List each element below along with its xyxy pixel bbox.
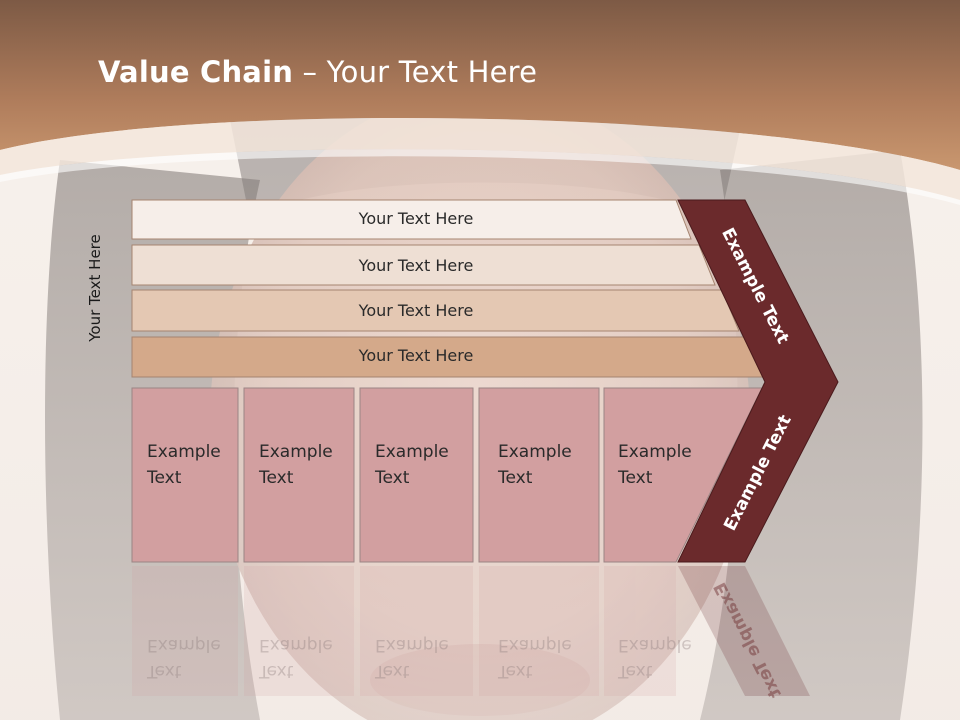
slide-title-bold: Value Chain <box>98 55 294 89</box>
activity-3-line2: Text <box>375 468 410 488</box>
activity-3-reflection: Text Example <box>375 632 449 684</box>
support-row-4-label: Your Text Here <box>358 346 474 365</box>
chevron-reflection <box>678 566 810 696</box>
activity-4-line2: Text <box>498 468 533 488</box>
activity-3-line1: Example <box>375 442 449 462</box>
activity-4-line1: Example <box>498 442 572 462</box>
activity-2-reflection-line2: Text <box>259 661 294 681</box>
activity-box-3 <box>359 387 474 563</box>
activity-5-line2: Text <box>618 468 653 488</box>
activity-2-line2: Text <box>259 468 294 488</box>
activity-box-5 <box>603 387 763 563</box>
activity-3-reflection-line1: Example <box>375 635 449 655</box>
activity-5-reflection-line2: Text <box>618 661 653 681</box>
activity-box-4 <box>478 387 600 563</box>
activity-1-reflection-line2: Text <box>147 661 182 681</box>
reflection <box>132 566 676 696</box>
activity-1-reflection: Text Example <box>147 632 221 684</box>
activity-box-2 <box>243 387 355 563</box>
slide-title: Value Chain – Your Text Here <box>98 55 537 89</box>
activity-4-reflection-line2: Text <box>498 661 533 681</box>
activity-3-reflection-line2: Text <box>375 661 410 681</box>
support-row-2 <box>131 244 716 286</box>
support-row-1 <box>131 199 692 240</box>
activity-2-reflection: Text Example <box>259 632 333 684</box>
activity-4-reflection-line1: Example <box>498 635 572 655</box>
activity-2-line1: Example <box>259 442 333 462</box>
slide-title-rest: – Your Text Here <box>293 55 538 89</box>
support-row-3-label: Your Text Here <box>358 301 474 320</box>
activity-1-line2: Text <box>147 468 182 488</box>
activity-1-reflection-line1: Example <box>147 635 221 655</box>
activity-1-line1: Example <box>147 442 221 462</box>
activity-5-line1: Example <box>618 442 692 462</box>
activity-4-reflection: Text Example <box>498 632 572 684</box>
activity-5-reflection-line1: Example <box>618 635 692 655</box>
activity-2-reflection-line1: Example <box>259 635 333 655</box>
support-row-3 <box>131 289 740 332</box>
activity-5-reflection: Text Example <box>618 632 692 684</box>
support-row-1-label: Your Text Here <box>358 209 474 228</box>
activity-box-1 <box>131 387 239 563</box>
support-row-2-label: Your Text Here <box>358 256 474 275</box>
margin-chevron <box>677 199 839 563</box>
